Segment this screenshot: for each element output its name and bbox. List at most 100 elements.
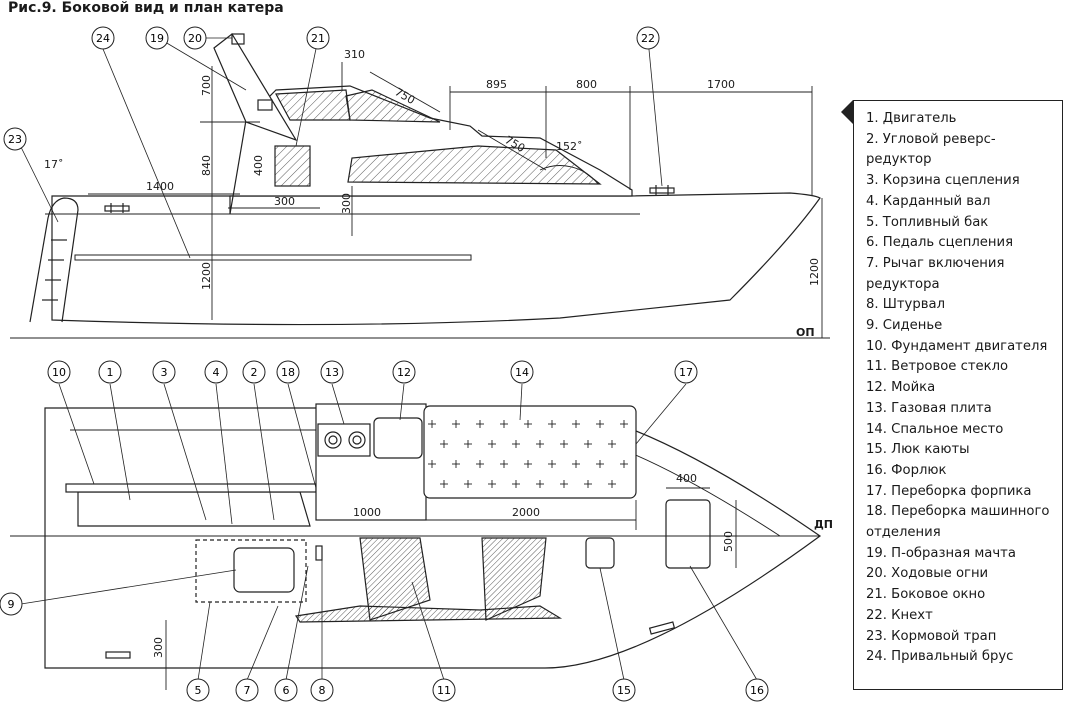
side-hull <box>51 192 821 326</box>
svg-text:21: 21 <box>311 32 325 45</box>
callout-9: 9 <box>0 592 23 616</box>
svg-text:5: 5 <box>195 684 202 697</box>
leader-lines <box>16 37 758 681</box>
seat <box>233 547 295 593</box>
dim-800: 800 <box>576 78 597 91</box>
rub-rail <box>74 254 472 261</box>
legend-item: 12. Мойка <box>866 380 936 396</box>
centerline-label: ДП <box>814 518 833 531</box>
legend-item: 3. Корзина сцепления <box>866 173 1020 189</box>
stern-ladder <box>29 197 79 323</box>
side-cleat-aft <box>104 205 130 212</box>
callout-8: 8 <box>310 678 334 702</box>
svg-text:15: 15 <box>617 684 631 697</box>
svg-text:6: 6 <box>283 684 290 697</box>
legend-item: 9. Сиденье <box>866 318 943 334</box>
galley <box>315 403 427 521</box>
dim-840: 840 <box>200 155 213 176</box>
callout-14: 14 <box>510 360 534 384</box>
callout-4: 4 <box>204 360 228 384</box>
legend-item: 7. Рычаг включения редуктора <box>866 255 1005 292</box>
callout-11: 11 <box>432 678 456 702</box>
legend-item: 21. Боковое окно <box>866 587 986 603</box>
callout-3: 3 <box>152 360 176 384</box>
legend-item: 22. Кнехт <box>866 607 933 623</box>
legend-item: 23. Кормовой трап <box>866 628 997 644</box>
svg-text:17: 17 <box>679 366 693 379</box>
callout-24: 24 <box>91 26 115 50</box>
svg-text:12: 12 <box>397 366 411 379</box>
fore-hatch <box>665 499 711 569</box>
boat-drawing: 310 750 895 800 1700 700 840 400 300 300… <box>0 26 833 702</box>
callout-17: 17 <box>674 360 698 384</box>
svg-text:19: 19 <box>150 32 164 45</box>
legend-item: 19. П-образная мачта <box>866 545 1016 561</box>
dim-500: 500 <box>722 531 735 552</box>
svg-text:13: 13 <box>325 366 339 379</box>
callout-6: 6 <box>274 678 298 702</box>
nav-lights <box>231 33 245 45</box>
dim-400: 400 <box>252 155 265 176</box>
callout-1: 1 <box>98 360 122 384</box>
dim-2000: 2000 <box>512 506 540 519</box>
helm <box>315 545 323 561</box>
svg-text:14: 14 <box>515 366 529 379</box>
legend-item: 16. Форлюк <box>866 462 947 478</box>
cabin-hatch <box>585 537 615 569</box>
callout-2: 2 <box>242 360 266 384</box>
legend-item: 11. Ветровое стекло <box>866 359 1009 375</box>
callout-21: 21 <box>306 26 330 50</box>
legend-pointer <box>841 100 853 124</box>
baseline-label: ОП <box>796 326 815 339</box>
cabin-window <box>347 145 602 185</box>
engine-block <box>77 491 311 527</box>
callout-20: 20 <box>183 26 207 50</box>
legend-item: 24. Привальный брус <box>866 649 1014 665</box>
svg-text:7: 7 <box>244 684 251 697</box>
dim-300-side-v: 300 <box>340 193 353 214</box>
svg-text:22: 22 <box>641 32 655 45</box>
svg-text:3: 3 <box>161 366 168 379</box>
figure-title: Рис.9. Боковой вид и план катера <box>8 0 284 16</box>
dim-angle-17: 17˚ <box>44 158 64 171</box>
dim-895: 895 <box>486 78 507 91</box>
svg-text:16: 16 <box>750 684 764 697</box>
dim-1000: 1000 <box>353 506 381 519</box>
legend-item: 8. Штурвал <box>866 297 946 313</box>
legend-item: 13. Газовая плита <box>866 400 992 416</box>
legend-item: 2. Угловой реверс- редуктор <box>866 131 996 168</box>
legend-item: 14. Спальное место <box>866 421 1004 437</box>
legend-item: 10. Фундамент двигателя <box>866 338 1048 354</box>
dim-310: 310 <box>344 48 365 61</box>
legend-item: 15. Люк каюты <box>866 442 970 458</box>
svg-text:10: 10 <box>52 366 66 379</box>
dim-angle-152: 152˚ <box>556 140 583 153</box>
dim-1200-right: 1200 <box>808 258 821 286</box>
callout-7: 7 <box>235 678 259 702</box>
svg-text:2: 2 <box>251 366 258 379</box>
dim-300-plan: 300 <box>152 637 165 658</box>
dim-1200-left: 1200 <box>200 262 213 290</box>
plan-dimensions <box>165 487 737 690</box>
dim-700: 700 <box>200 75 213 96</box>
legend-item: 17. Переборка форпика <box>866 483 1032 499</box>
dim-300-side-h: 300 <box>274 195 295 208</box>
legend-item: 18. Переборка машинного отделения <box>866 504 1050 541</box>
legend-item: 4. Карданный вал <box>866 193 991 209</box>
dim-1700: 1700 <box>707 78 735 91</box>
callout-13: 13 <box>320 360 344 384</box>
callout-10: 10 <box>47 360 71 384</box>
fuel-tank-outline <box>195 539 307 603</box>
callout-12: 12 <box>392 360 416 384</box>
callout-16: 16 <box>745 678 769 702</box>
callout-18: 18 <box>276 360 300 384</box>
svg-text:1: 1 <box>107 366 114 379</box>
legend-item: 5. Топливный бак <box>866 214 989 230</box>
callouts: 24 19 20 21 22 23 10 1 3 4 2 18 13 12 14… <box>0 26 769 702</box>
berth-crosses <box>428 420 628 488</box>
sink <box>373 417 423 459</box>
side-view <box>29 33 821 326</box>
callout-22: 22 <box>636 26 660 50</box>
plan-view <box>10 403 822 669</box>
